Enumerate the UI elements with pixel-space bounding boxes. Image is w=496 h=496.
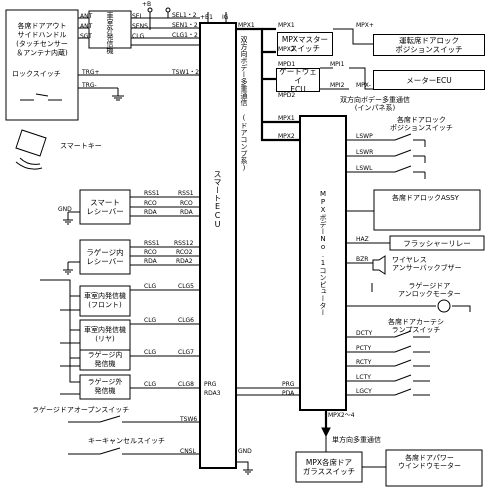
luggage-ext-transmitter: ラゲージ外 発信機	[82, 377, 128, 397]
pin-bzr: BZR	[356, 256, 369, 263]
wireless-buzzer: ワイヤレス アンサーバックブザー	[392, 256, 462, 272]
pin-lswr: LSWR	[356, 149, 374, 156]
pin-clg6: CLG6	[178, 317, 194, 324]
pin-rda2b: RDA2	[176, 258, 193, 265]
pin-rdab: RDA	[180, 209, 193, 216]
pin-prg: PRG	[204, 381, 217, 388]
pin-sen12: SEN1・2	[172, 22, 198, 29]
outside-handle-box: 各席ドアアウト サイドハンドル (タッチセンサー ＆アンテナ内蔵)	[8, 12, 76, 68]
pin-trg-minus: TRG-	[82, 82, 97, 89]
pin-mpd2: MPD2	[278, 92, 296, 99]
pin-ig: IG	[222, 14, 229, 21]
pin-rco2: RCO	[144, 249, 157, 256]
pin-clg6a: CLG	[144, 317, 157, 324]
smart-ecu-frame	[199, 22, 237, 469]
pin-rco2b: RCO2	[176, 249, 193, 256]
pin-clg7: CLG7	[178, 349, 194, 356]
pin-pcty: PCTY	[356, 345, 372, 352]
pin-rcob: RCO	[180, 200, 193, 207]
interior-front: 車室内発信機 (フロント)	[82, 288, 128, 314]
pin-clg5a: CLG	[144, 283, 157, 290]
pin-rss12: RSS12	[174, 240, 194, 247]
door-lock-assy: 各席ドアロックASSY	[392, 194, 459, 202]
pin-clg8: CLG8	[178, 381, 194, 388]
pin-mpx2a: MPX2	[278, 46, 295, 53]
door-courtesy-switches: 各席ドアカーテシ ランプスイッチ	[388, 318, 444, 334]
pin-plus-b: +B	[142, 1, 152, 8]
gateway-ecu: ゲートウェイ ECU	[276, 67, 320, 94]
pin-sel: SEL	[132, 13, 143, 20]
interior-rear: 車室内発信機 (リヤ)	[82, 322, 128, 348]
pin-clg5: CLG5	[178, 283, 194, 290]
pin-sel12: SEL1・2	[172, 12, 197, 19]
pin-mpx2c: MPX2	[278, 133, 295, 140]
pin-rda2: RDA	[144, 258, 157, 265]
pin-mpi1: MPI1	[330, 61, 345, 68]
door-network-label: 双方向ボデー多重通信 (ドアコンプ系)	[240, 36, 248, 172]
pin-lswl: LSWL	[356, 165, 373, 172]
pin-gnd-ecu: GND	[238, 448, 252, 455]
exterior-transmitter: 車室外発信機	[106, 12, 114, 54]
key-cancel-switch: キーキャンセルスイッチ	[88, 437, 165, 445]
lock-switch-label: ロックスイッチ	[12, 70, 61, 78]
smart-receiver: スマート レシーバー	[82, 192, 128, 222]
one-way-network: 単方向多重通信	[332, 436, 381, 444]
pin-mpx1c: MPX1	[278, 115, 295, 122]
pin-rss1c: RSS1	[144, 240, 160, 247]
mpx-body-computer: MPXボデーNo.1コンピューター	[319, 190, 327, 316]
pin-mpd1: MPD1	[278, 61, 296, 68]
body-network-label: 双方向ボデー多重通信 (インパネ系)	[340, 96, 410, 112]
pin-mpx1b: MPX1	[278, 22, 295, 29]
meter-ecu: メーターECU	[373, 70, 485, 90]
pin-rss1b: RSS1	[178, 190, 194, 197]
pin-sgt: SGT	[80, 33, 92, 40]
mpx-door-glass-switch: MPX各席ドア ガラススイッチ	[298, 454, 360, 480]
pin-trg-plus: TRG+	[82, 69, 100, 76]
pin-tsw6: TSW6	[180, 416, 198, 423]
pin-sens: SENS	[132, 23, 148, 30]
door-lock-position-switches: 各席ドアロック ポジションスイッチ	[390, 116, 453, 132]
power-window-motor: 各席ドアパワー ウインドウモーター	[398, 454, 461, 470]
mpx-master-switch: MPXマスター スイッチ	[277, 32, 333, 56]
pin-dcty: DCTY	[356, 330, 373, 337]
pin-mpx1a: MPX1	[238, 22, 255, 29]
pin-gnd: GND	[58, 206, 72, 213]
driver-lock-position-switch: 運転席ドアロック ポジションスイッチ	[373, 34, 485, 56]
luggage-door-lock-motor: ラゲージドア アンロックモーター	[398, 282, 461, 298]
pin-ant: ANT	[80, 13, 93, 20]
pin-lcty: LCTY	[356, 374, 371, 381]
pin-mpx-minus: MPX-	[356, 82, 371, 89]
flasher-relay: フラッシャーリレー	[403, 238, 471, 248]
pin-ant2: ANT	[80, 23, 93, 30]
luggage-transmitter: ラゲージ内 発信機	[82, 351, 128, 369]
pin-clg8a: CLG	[144, 381, 157, 388]
pin-rcty: RCTY	[356, 359, 372, 366]
pin-rco: RCO	[144, 200, 157, 207]
pin-prgb: PRG	[282, 381, 295, 388]
pin-mpx-plus: MPX+	[356, 22, 374, 29]
pin-cnsl: CNSL	[180, 448, 196, 455]
pin-rss1: RSS1	[144, 190, 160, 197]
pin-rda: RDA	[144, 209, 157, 216]
pin-clg12: CLG1・2	[172, 32, 198, 39]
pin-plus-b1: +B1	[200, 14, 213, 21]
pin-tsw12: TSW1・2	[172, 69, 200, 76]
pin-lgcy: LGCY	[356, 388, 372, 395]
pin-lswp: LSWP	[356, 133, 373, 140]
pin-clg7a: CLG	[144, 349, 157, 356]
pin-rda3: RDA3	[204, 390, 221, 397]
pin-haz: HAZ	[356, 236, 369, 243]
pin-mpi2: MPI2	[330, 82, 345, 89]
luggage-receiver: ラゲージ内 レシーバー	[82, 242, 128, 272]
pin-pda: PDA	[282, 390, 295, 397]
luggage-open-switch: ラゲージドアオープンスイッチ	[32, 406, 130, 414]
pin-clg: CLG	[132, 33, 145, 40]
pin-mpx24: MPX2～4	[328, 412, 355, 419]
smart-ecu: スマートECU	[213, 170, 222, 229]
smart-key-label: スマートキー	[60, 142, 102, 150]
